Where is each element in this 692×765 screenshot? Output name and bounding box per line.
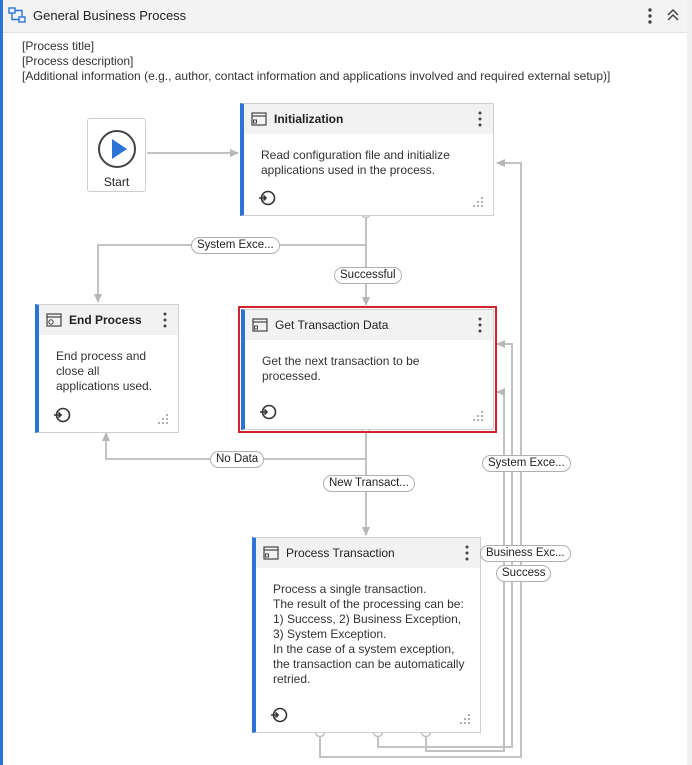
resize-grip-icon[interactable]: [460, 714, 470, 724]
transition-init-end: [94, 218, 367, 303]
transition-process-init: [319, 159, 522, 758]
more-options-icon[interactable]: [162, 311, 168, 329]
state-description: Read configuration file and initialize a…: [261, 148, 450, 177]
annotation-title: [Process title]: [22, 39, 95, 53]
state-header: Initialization: [244, 104, 493, 134]
resize-grip-icon[interactable]: [473, 411, 483, 421]
state-process-transaction[interactable]: Process Transaction Process a single tra…: [252, 537, 481, 733]
state-end-process[interactable]: End Process End process and close all ap…: [35, 304, 179, 433]
transition-label-new-transaction[interactable]: New Transact...: [323, 475, 415, 492]
start-label: Start: [103, 175, 130, 189]
panel-title: General Business Process: [33, 8, 187, 23]
transition-process-get-success: [425, 388, 505, 752]
state-icon: [251, 112, 267, 126]
state-title: End Process: [69, 313, 142, 327]
final-state-icon: [46, 313, 62, 327]
transition-label-business-exception[interactable]: Business Exc...: [480, 545, 571, 562]
transition-process-get-business: [377, 340, 513, 748]
transition-label-system-exception[interactable]: System Exce...: [191, 237, 280, 254]
start-node[interactable]: Start: [87, 118, 146, 192]
transition-label-no-data[interactable]: No Data: [210, 451, 265, 468]
transition-label-successful[interactable]: Successful: [334, 267, 402, 284]
resize-grip-icon[interactable]: [158, 414, 168, 424]
state-get-transaction-data[interactable]: Get Transaction Data Get the next transa…: [238, 306, 497, 433]
annotation-additional-info: [Additional information (e.g., author, c…: [22, 69, 611, 83]
more-options-icon[interactable]: [643, 6, 657, 26]
transition-label-system-exception-retry[interactable]: System Exce...: [482, 455, 571, 472]
state-description: End process and close all applications u…: [56, 349, 153, 393]
collapse-icon[interactable]: [665, 7, 681, 23]
scrollbar[interactable]: [687, 0, 692, 765]
state-header: Process Transaction: [256, 538, 480, 568]
entry-icon: [259, 190, 276, 206]
entry-icon: [260, 404, 277, 420]
play-icon: [98, 130, 136, 168]
transition-label-success[interactable]: Success: [496, 565, 552, 582]
state-header: End Process: [39, 305, 178, 335]
state-title: Get Transaction Data: [275, 318, 389, 332]
more-options-icon[interactable]: [464, 544, 470, 562]
annotation-description: [Process description]: [22, 54, 134, 68]
state-description: Process a single transaction. The result…: [273, 582, 465, 686]
resize-grip-icon[interactable]: [473, 197, 483, 207]
state-header: Get Transaction Data: [245, 310, 493, 340]
state-icon: [252, 318, 268, 332]
entry-icon: [54, 407, 71, 423]
flowchart-icon: [8, 7, 26, 23]
state-description: Get the next transaction to be processed…: [262, 354, 420, 383]
state-title: Initialization: [274, 112, 344, 126]
more-options-icon[interactable]: [477, 316, 483, 334]
more-options-icon[interactable]: [477, 110, 483, 128]
entry-icon: [271, 707, 288, 723]
state-icon: [263, 546, 279, 560]
state-initialization[interactable]: Initialization Read configuration file a…: [240, 103, 494, 216]
state-title: Process Transaction: [286, 546, 395, 560]
panel-header: General Business Process: [3, 0, 687, 33]
